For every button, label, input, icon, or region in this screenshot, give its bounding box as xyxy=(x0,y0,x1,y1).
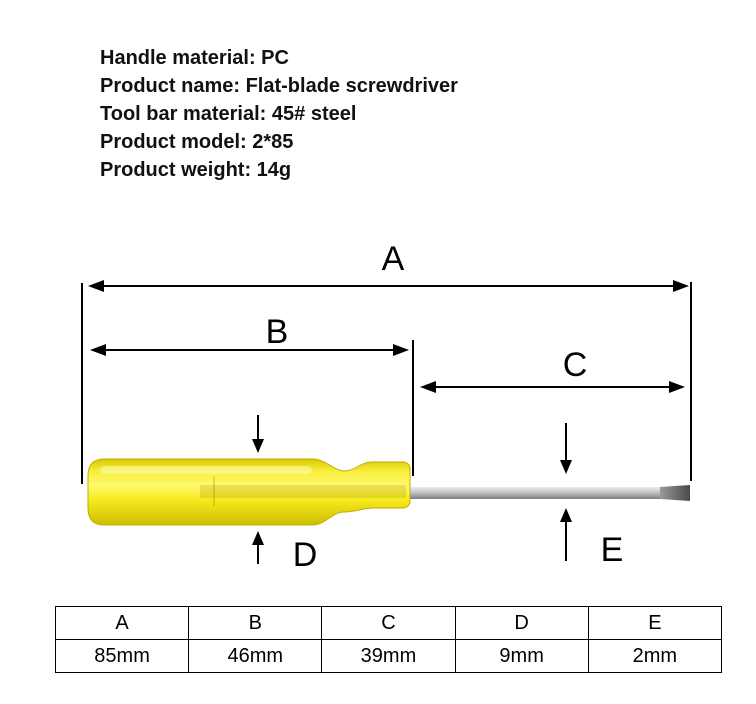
table-header-cell: D xyxy=(454,606,589,640)
table-value-cell: 39mm xyxy=(321,639,456,673)
arrowhead-left xyxy=(420,381,436,393)
arrowhead-right xyxy=(673,280,689,292)
dimension-e-bottom-arrow xyxy=(560,508,572,561)
spec-value: Flat-blade screwdriver xyxy=(245,75,458,97)
handle-inner-shaft xyxy=(200,485,406,498)
dimension-b-label: B xyxy=(266,313,289,351)
spec-value: 14g xyxy=(256,159,292,181)
spec-label: Tool bar material: xyxy=(100,103,267,125)
handle-highlight xyxy=(100,466,312,474)
table-header-cell: B xyxy=(188,606,323,640)
spec-label: Product name: xyxy=(100,75,241,97)
screwdriver-handle xyxy=(87,458,411,526)
dimension-e-label: E xyxy=(601,531,624,569)
arrowhead-right xyxy=(669,381,685,393)
spec-value: 45# steel xyxy=(271,103,357,125)
dimension-b-arrow xyxy=(90,344,409,356)
dimension-d-top-arrow xyxy=(252,415,264,453)
dimension-c-arrow xyxy=(420,381,685,393)
dimension-d-label: D xyxy=(293,536,318,574)
spec-label: Handle material: xyxy=(100,47,256,69)
screwdriver xyxy=(87,458,690,526)
arrowhead-left xyxy=(90,344,106,356)
screwdriver-shaft xyxy=(408,487,662,499)
spec-handle-material: Handle material: PC xyxy=(100,44,458,72)
arrowhead-right xyxy=(393,344,409,356)
table-header-cell: A xyxy=(54,606,190,640)
arrowhead-up xyxy=(252,531,264,545)
table-row: 85mm 46mm 39mm 9mm 2mm xyxy=(54,639,723,673)
table-header-cell: E xyxy=(587,606,723,640)
product-specs: Handle material: PC Product name: Flat-b… xyxy=(100,44,458,184)
table-value-cell: 9mm xyxy=(454,639,589,673)
arrowhead-down xyxy=(252,439,264,453)
arrowhead-up xyxy=(560,508,572,522)
arrowhead-left xyxy=(88,280,104,292)
arrowhead-down xyxy=(560,460,572,474)
dimension-a-label: A xyxy=(382,240,405,278)
spec-value: PC xyxy=(261,47,289,69)
table-value-cell: 85mm xyxy=(54,639,190,673)
dimension-d-bottom-arrow xyxy=(252,531,264,564)
dimension-c-label: C xyxy=(563,346,588,384)
table-value-cell: 2mm xyxy=(587,639,723,673)
table-header-cell: C xyxy=(321,606,456,640)
spec-tool-bar-material: Tool bar material: 45# steel xyxy=(100,100,458,128)
dimension-a-arrow xyxy=(88,280,689,292)
screwdriver-flat-tip xyxy=(660,485,690,501)
table-value-cell: 46mm xyxy=(188,639,323,673)
dimension-e-top-arrow xyxy=(560,423,572,474)
spec-label: Product model: xyxy=(100,131,247,153)
spec-product-name: Product name: Flat-blade screwdriver xyxy=(100,72,458,100)
spec-value: 2*85 xyxy=(252,131,294,153)
table-header-row: A B C D E xyxy=(54,606,723,640)
dimension-table: A B C D E 85mm 46mm 39mm 9mm 2mm xyxy=(54,606,723,673)
spec-product-weight: Product weight: 14g xyxy=(100,156,458,184)
spec-product-model: Product model: 2*85 xyxy=(100,128,458,156)
spec-label: Product weight: xyxy=(100,159,252,181)
